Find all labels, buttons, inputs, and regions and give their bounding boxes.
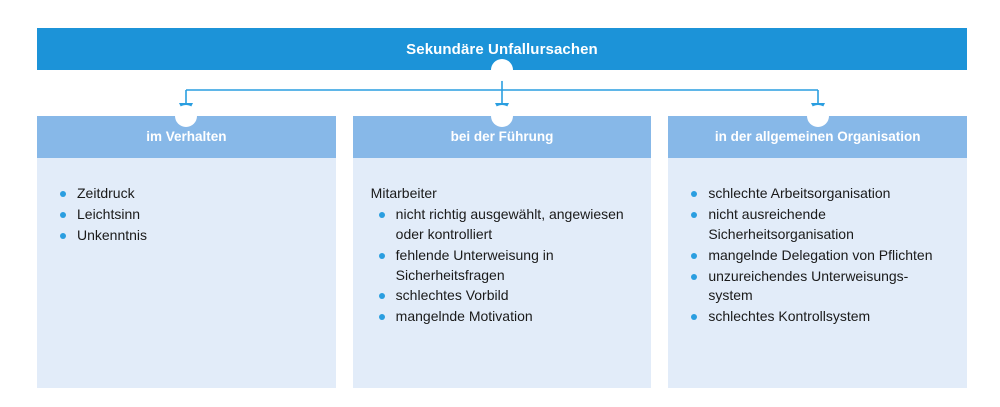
column-header-notch-3	[806, 105, 829, 127]
column-header-label-3: in der allgemeinen Organisation	[714, 129, 921, 145]
column-header-notch-1	[175, 105, 198, 127]
column-header-label-1: im Verhalten	[146, 129, 227, 145]
list-item: mangelnde Motivation	[369, 307, 636, 327]
list-item: Zeitdruck	[53, 184, 320, 204]
column-lead-text-2: Mitarbeiter	[370, 185, 437, 201]
list-item: schlechtes Vorbild	[369, 286, 636, 306]
column-body-2: Mitarbeiter nicht richtig ausgewählt, an…	[352, 158, 652, 388]
list-item: nicht richtig ausgewählt, angewiesen ode…	[369, 205, 636, 245]
item-list-3: schlechte Arbeitsorganisation nicht ausr…	[684, 184, 951, 327]
column-body-3: schlechte Arbeitsorganisation nicht ausr…	[668, 158, 968, 388]
list-item: schlechtes Kontrollsystem	[684, 307, 951, 327]
column-im-verhalten: im Verhalten Zeitdruck Leichtsinn Unkenn…	[37, 105, 336, 388]
column-container: im Verhalten Zeitdruck Leichtsinn Unkenn…	[37, 105, 968, 388]
list-item: schlechte Arbeitsorganisation	[684, 184, 951, 204]
title-bar-notch	[491, 59, 513, 81]
list-item: mangelnde Delegation von Pflichten	[684, 246, 951, 266]
column-header-label-2: bei der Führung	[450, 129, 554, 145]
list-item: Leichtsinn	[53, 205, 320, 225]
column-header-1: im Verhalten	[37, 105, 336, 158]
diagram-title: Sekundäre Unfallursachen	[406, 40, 598, 58]
item-list-1: Zeitdruck Leichtsinn Unkenntnis	[53, 184, 320, 246]
column-bei-der-fuehrung: bei der Führung Mitarbeiter nicht richti…	[352, 105, 652, 388]
item-list-2: nicht richtig ausgewählt, angewiesen ode…	[369, 205, 636, 327]
list-item: nicht ausreichende Sicherheitsorganisati…	[684, 205, 951, 245]
list-item: fehlende Unterweisung in Sicherheitsfrag…	[369, 246, 636, 286]
column-header-3: in der allgemeinen Organisation	[668, 105, 968, 158]
column-body-1: Zeitdruck Leichtsinn Unkenntnis	[37, 158, 336, 388]
column-header-2: bei der Führung	[352, 105, 652, 158]
list-item: unzureichendes Unterweisungs-system	[684, 267, 951, 307]
column-header-notch-2	[491, 105, 513, 127]
column-in-der-allgemeinen-organisation: in der allgemeinen Organisation schlecht…	[668, 105, 968, 388]
list-item: Unkenntnis	[53, 226, 320, 246]
